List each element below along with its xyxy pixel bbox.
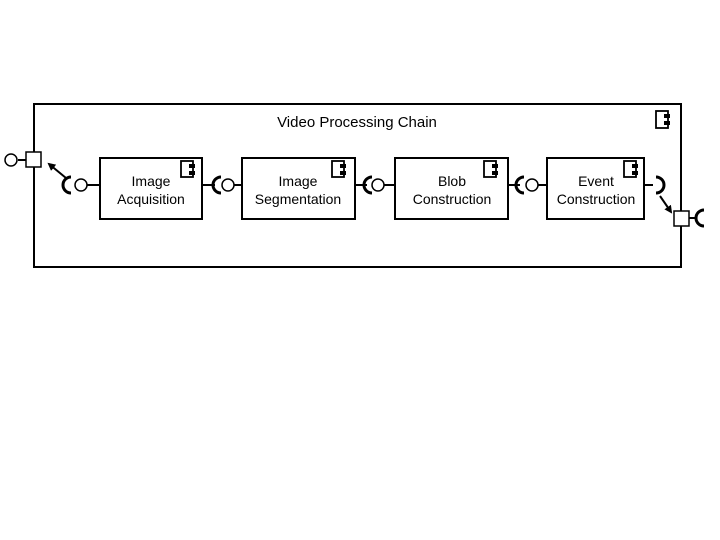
- output-port: [673, 208, 705, 228]
- provided-interface-icon: [525, 178, 539, 192]
- diagram-title: Video Processing Chain: [277, 114, 437, 131]
- provided-interface-icon: [4, 153, 18, 167]
- required-interface-icon: [514, 175, 525, 195]
- input-delegation: [47, 162, 72, 195]
- component-icon: [623, 160, 638, 178]
- output-delegation: [655, 175, 673, 214]
- required-interface-icon: [655, 175, 666, 195]
- port-icon: [673, 210, 690, 227]
- component-label-line2: Construction: [413, 191, 492, 207]
- component-blob-construction: Blob Construction: [394, 157, 520, 220]
- required-interface-icon: [362, 175, 373, 195]
- port-icon: [25, 151, 42, 168]
- assembly-connector: [362, 175, 395, 195]
- component-label-line2: Segmentation: [255, 191, 341, 207]
- component-icon: [655, 110, 670, 129]
- component-icon: [180, 160, 195, 178]
- assembly-connector: [514, 175, 547, 195]
- provided-interface-icon: [371, 178, 385, 192]
- provided-interface-icon: [74, 178, 88, 192]
- input-port: [4, 151, 42, 168]
- component-image-acquisition: Image Acquisition: [74, 157, 215, 220]
- delegation-arrow-icon: [659, 195, 673, 214]
- assembly-connector: [211, 175, 242, 195]
- component-label-line1: Blob: [438, 173, 466, 189]
- component-event-construction: Event Construction: [546, 157, 653, 220]
- provided-interface-icon: [221, 178, 235, 192]
- component-label-line1: Event: [578, 173, 614, 189]
- component-image-segmentation: Image Segmentation: [241, 157, 367, 220]
- component-label-line1: Image: [279, 173, 318, 189]
- component-icon: [483, 160, 498, 178]
- delegation-arrow-icon: [47, 162, 67, 179]
- required-interface-icon: [211, 175, 222, 195]
- required-interface-icon: [61, 175, 72, 195]
- component-label-line2: Acquisition: [117, 191, 185, 207]
- component-label-line1: Image: [132, 173, 171, 189]
- component-label-line2: Construction: [557, 191, 636, 207]
- required-interface-icon: [694, 208, 705, 228]
- component-icon: [331, 160, 346, 178]
